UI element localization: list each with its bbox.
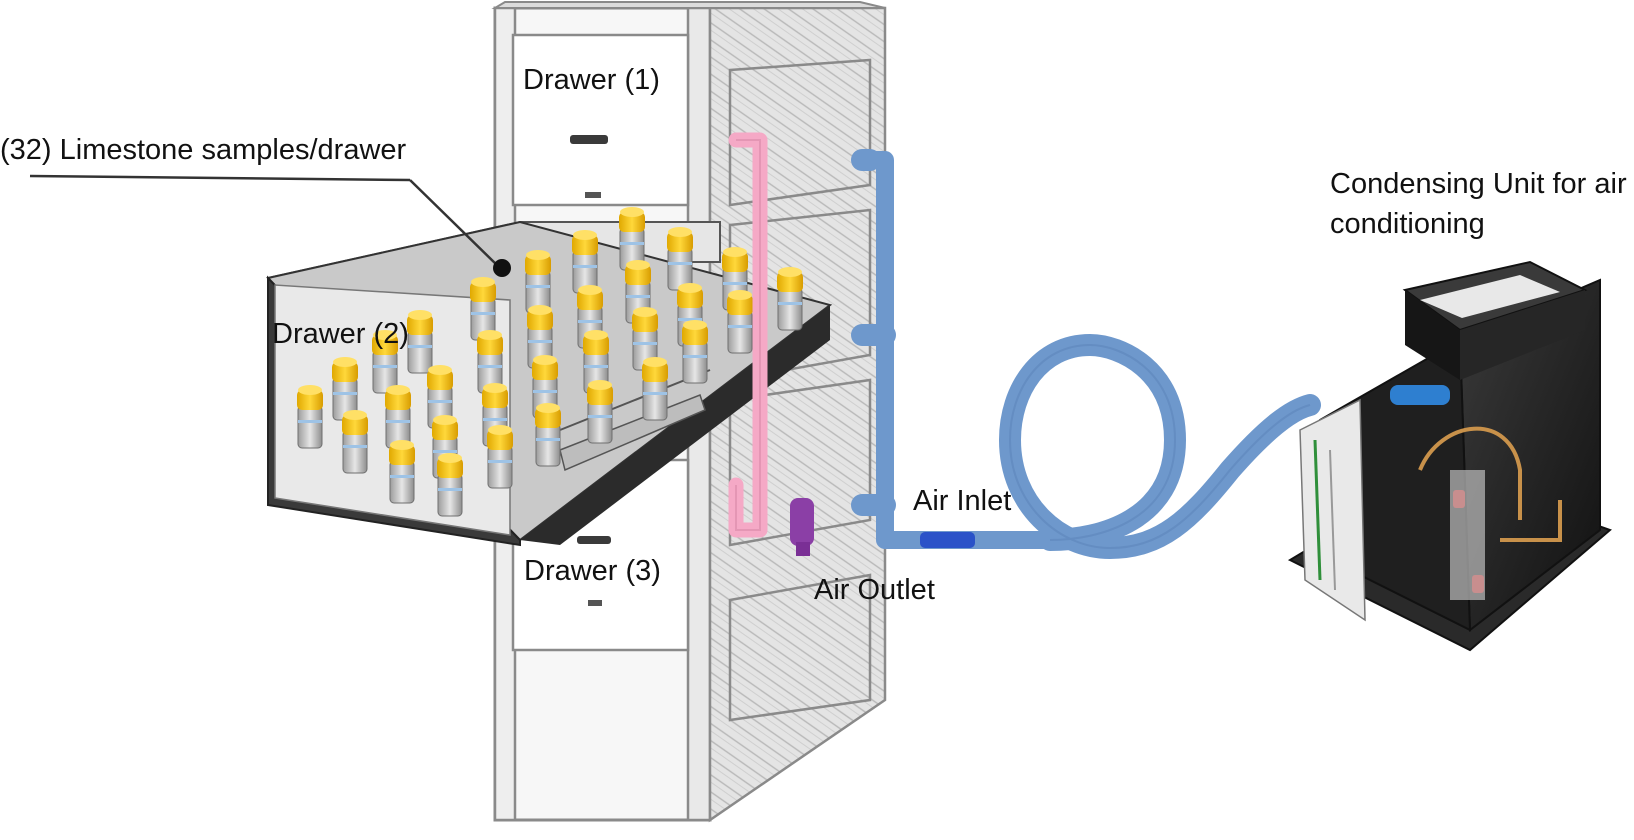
side-drawer-1 <box>728 58 872 207</box>
limestone-samples <box>297 207 803 517</box>
limestone-sample <box>389 440 415 504</box>
limestone-sample <box>587 380 613 444</box>
limestone-sample <box>297 385 323 449</box>
limestone-sample <box>385 385 411 449</box>
limestone-sample <box>372 330 398 394</box>
limestone-sample <box>727 290 753 354</box>
limestone-sample <box>642 357 668 421</box>
cabinet-side-panel <box>708 6 887 823</box>
samples-leader-line <box>29 174 411 182</box>
limestone-sample <box>525 250 551 314</box>
drawer-1-front <box>511 33 690 207</box>
samples-leader-dot <box>493 259 511 277</box>
air-ducts <box>728 132 1321 560</box>
limestone-sample <box>437 453 463 517</box>
drawer-1-label: Drawer (1) <box>523 64 660 96</box>
air-inlet-connector <box>920 532 975 548</box>
side-drawer-4 <box>728 573 872 722</box>
drawer-3-label: Drawer (3) <box>524 555 661 587</box>
limestone-sample <box>470 277 496 341</box>
limestone-sample <box>477 330 503 394</box>
drawer-3-label-slot <box>588 600 602 606</box>
coiled-hose <box>998 333 1321 560</box>
air-outlet-valve <box>790 498 814 546</box>
limestone-sample <box>535 403 561 467</box>
drawer-3-handle <box>577 536 611 544</box>
drawer-1-label-slot <box>585 192 601 198</box>
cabinet-top <box>491 0 886 9</box>
air-outlet-label: Air Outlet <box>814 574 935 606</box>
limestone-sample <box>342 410 368 474</box>
unit-blue-coil <box>1390 385 1450 405</box>
limestone-sample <box>407 310 433 374</box>
drawer-1-handle <box>570 135 608 144</box>
unit-top-label <box>1420 275 1560 318</box>
unit-brass-pipe <box>1418 426 1522 520</box>
limestone-sample <box>682 320 708 384</box>
condensing-unit-label: Condensing Unit for air conditioning <box>1330 168 1627 240</box>
air-inlet-label: Air Inlet <box>913 485 1012 517</box>
condensing-unit <box>1287 260 1612 652</box>
limestone-sample <box>487 425 513 489</box>
limestone-sample <box>619 207 645 271</box>
samples-leader <box>29 174 511 277</box>
drawer-2-label: Drawer (2) <box>272 318 409 350</box>
limestone-samples-label: (32) Limestone samples/drawer <box>0 134 407 166</box>
limestone-sample <box>332 357 358 421</box>
limestone-sample <box>572 230 598 294</box>
limestone-sample <box>667 227 693 291</box>
limestone-sample <box>777 267 803 331</box>
